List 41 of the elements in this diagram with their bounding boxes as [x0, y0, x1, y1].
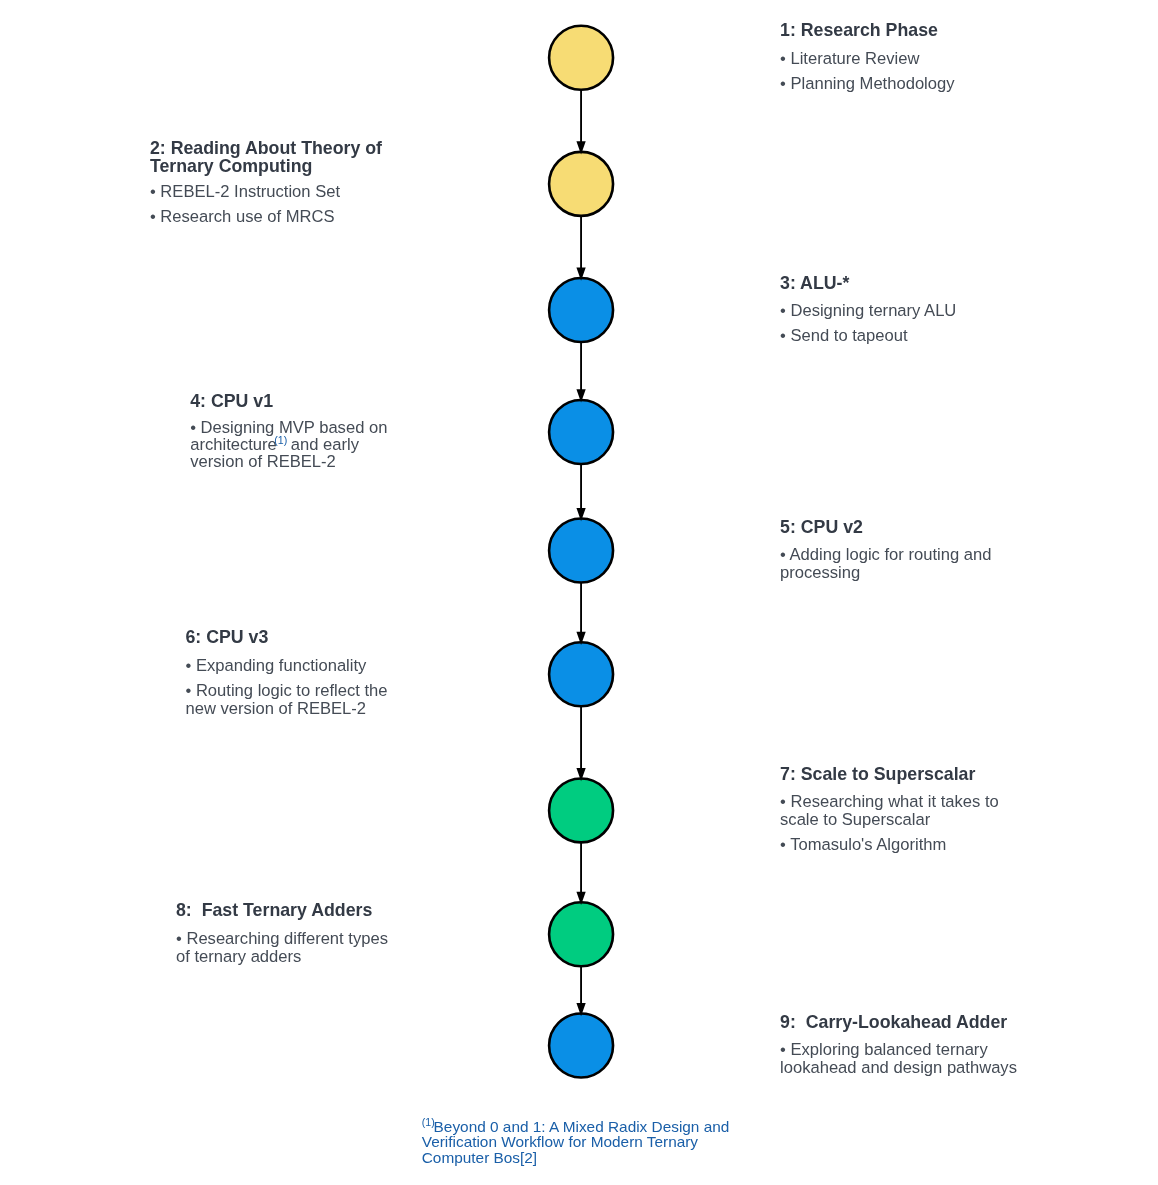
node-label: • Designing ternary ALU [780, 301, 957, 321]
arrow [576, 88, 586, 155]
node-circle [547, 24, 615, 92]
node-label: • Routing logic to reflect the new version of REBEL-2 [185, 680, 388, 718]
node-label: • Designing MVP based on architecture$^{(1)}$ and early version of REBEL-2 [190, 418, 388, 471]
node-circle [547, 276, 615, 344]
node-label: 6: CPU v3 [185, 627, 269, 648]
label: $^{(1)}$Beyond 0 and 1: A Mixed Radix Design and Verification Workflow for Modern Ternary Computer Bos[2] [421, 1115, 730, 1166]
arrow [576, 705, 586, 782]
node-label: 4: CPU v1 [190, 391, 274, 412]
node-label: 7: Scale to Superscalar [780, 763, 976, 784]
arrow [576, 965, 586, 1017]
node-label: 1: Research Phase [780, 20, 938, 41]
node-circle [547, 517, 615, 584]
node-label: • Researching what it takes to scale to Superscalar [780, 792, 999, 829]
node-label: 5: CPU v2 [780, 516, 863, 537]
node-label: 8: Fast Ternary Adders [176, 900, 373, 921]
node-label: • Tomasulo's Algorithm [780, 834, 947, 854]
node-circle [547, 398, 615, 466]
node-circle [547, 150, 615, 218]
arrow [576, 581, 586, 646]
node-label: 3: ALU-* [780, 272, 850, 293]
node-circle [547, 777, 615, 844]
node-label: • Exploring balanced ternary lookahead and design pathways [780, 1040, 1017, 1078]
node-circle [547, 640, 615, 708]
node-label: • Planning Methodology [780, 73, 955, 93]
node-label: 2: Reading About Theory of Ternary Computing [149, 138, 383, 177]
arrow [576, 841, 586, 905]
node-label: • Literature Review [780, 48, 920, 68]
node-label: • Researching different types of ternary adders [176, 928, 388, 966]
node-circle [547, 1012, 615, 1079]
node-label: 9: Carry-Lookahead Adder [780, 1011, 1008, 1032]
node-label: • Expanding functionality [185, 655, 367, 675]
node-label: • Research use of MRCS [149, 207, 335, 227]
node-label: • REBEL-2 Instruction Set [149, 182, 341, 202]
arrow [576, 341, 586, 403]
node-circle [547, 900, 615, 968]
node-label: • Send to tapeout [780, 326, 908, 346]
arrow [576, 215, 586, 281]
node-label: • Adding logic for routing and processing [780, 545, 992, 582]
arrow [576, 463, 586, 522]
